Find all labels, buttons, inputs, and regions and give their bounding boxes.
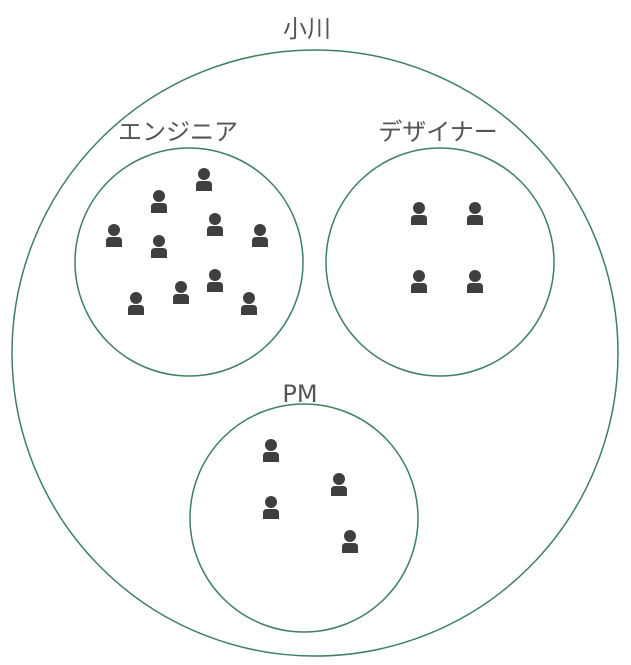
person-icon	[263, 439, 279, 462]
engineers-members	[106, 168, 268, 315]
person-icon	[241, 292, 257, 315]
person-icon	[467, 270, 483, 293]
designers-label: デザイナー	[378, 118, 498, 146]
person-icon	[252, 224, 268, 247]
person-icon	[207, 269, 223, 292]
engineers-label: エンジニア	[118, 118, 238, 146]
person-icon	[331, 473, 347, 496]
person-icon	[411, 202, 427, 225]
organization-label: 小川	[283, 15, 331, 43]
organization-circle	[11, 49, 619, 657]
person-icon	[263, 496, 279, 519]
pm-label: PM	[282, 380, 317, 408]
group-designers: デザイナー	[325, 118, 555, 377]
person-icon	[411, 270, 427, 293]
person-icon	[207, 213, 223, 236]
designers-circle	[325, 147, 555, 377]
pm-members	[263, 439, 358, 553]
designers-members	[411, 202, 483, 293]
organization-group: 小川	[11, 15, 619, 657]
person-icon	[151, 190, 167, 213]
person-icon	[173, 281, 189, 304]
group-engineers: エンジニア	[74, 118, 304, 377]
person-icon	[467, 202, 483, 225]
person-icon	[151, 235, 167, 258]
pm-circle	[189, 403, 419, 633]
person-icon	[196, 168, 212, 191]
person-icon	[128, 292, 144, 315]
group-pm: PM	[189, 380, 419, 633]
person-icon	[342, 530, 358, 553]
person-icon	[106, 224, 122, 247]
engineers-circle	[74, 147, 304, 377]
